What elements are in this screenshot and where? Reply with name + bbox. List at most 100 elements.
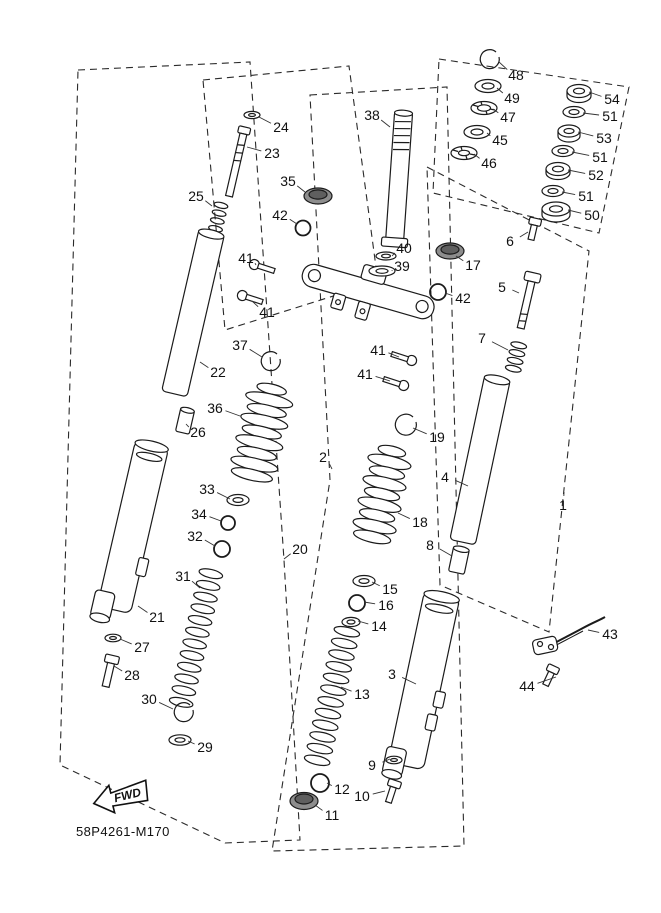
part-callout-32-41: 32 (187, 528, 203, 544)
part-bolt-41-c (390, 350, 418, 367)
leader-line-34-39 (209, 516, 222, 522)
leader-line-47-2 (492, 108, 499, 114)
part-clip-37 (260, 351, 281, 372)
part-cap-35 (303, 187, 333, 205)
part-washer-24 (243, 110, 261, 120)
group-outline-right-fork (271, 86, 465, 852)
leader-line-30-54 (158, 702, 174, 710)
leader-line-40-18 (391, 252, 396, 257)
leader-line-51-6 (582, 112, 600, 116)
leader-line-11-59 (314, 804, 323, 811)
leader-line-46-4 (473, 153, 480, 159)
leader-line-42-24 (444, 292, 453, 297)
part-bolt-41-a (248, 258, 276, 275)
part-callout-10-58: 10 (354, 788, 370, 804)
part-callout-11-59: 11 (324, 807, 340, 823)
part-inner-tube-4 (449, 374, 511, 545)
leader-line-52-9 (567, 169, 586, 174)
part-callout-2-34: 2 (319, 449, 327, 465)
part-washer-14 (341, 616, 361, 628)
part-callout-3-51: 3 (388, 666, 396, 682)
part-callout-27-48: 27 (134, 639, 150, 655)
leader-line-50-11 (567, 209, 582, 214)
part-callout-49-1: 49 (504, 90, 520, 106)
part-callout-37-27: 37 (232, 337, 248, 353)
part-callout-39-19: 39 (394, 258, 410, 274)
part-callout-14-46: 14 (371, 618, 387, 634)
part-nut-29 (168, 734, 192, 746)
part-callout-22-29: 22 (210, 364, 226, 380)
part-callout-41-30: 41 (357, 366, 373, 382)
leader-line-43-49 (587, 629, 600, 633)
part-boot-36 (230, 382, 294, 483)
part-callout-6-20: 6 (506, 233, 514, 249)
fwd-label: FWD (112, 785, 142, 805)
leader-line-3-51 (401, 677, 417, 685)
group-outline-steering-bearings (432, 58, 630, 234)
part-washer-46 (450, 145, 478, 161)
leader-line-17-21 (455, 255, 464, 262)
leader-line-48-0 (498, 61, 508, 70)
leader-line-26-33 (185, 423, 190, 428)
part-callout-46-4: 46 (481, 155, 497, 171)
leader-line-25-16 (205, 200, 213, 207)
part-washer-51-a (562, 105, 586, 119)
part-callout-42-24: 42 (455, 290, 471, 306)
callout-leader-lines (113, 61, 602, 811)
part-bearing-47 (470, 100, 498, 116)
part-spring-13 (303, 625, 361, 767)
leader-line-19-32 (412, 427, 427, 435)
leader-line-7-26 (491, 341, 509, 351)
part-callout-28-50: 28 (124, 667, 140, 683)
part-callout-44-52: 44 (519, 678, 535, 694)
part-callout-17-21: 17 (465, 257, 481, 273)
part-callout-52-9: 52 (588, 167, 604, 183)
part-washer-51-c (541, 184, 565, 198)
part-bearing-45 (463, 124, 491, 140)
part-oring-32 (213, 540, 231, 558)
part-callout-24-13: 24 (273, 119, 289, 135)
part-callout-51-6: 51 (602, 108, 618, 124)
part-callout-41-28: 41 (370, 342, 386, 358)
part-nut-54 (566, 83, 592, 104)
leader-line-13-53 (340, 686, 352, 692)
part-clip-19 (394, 413, 417, 436)
part-callout-20-42: 20 (292, 541, 308, 557)
part-snap-ring-48 (479, 49, 500, 70)
part-nut-53 (557, 124, 581, 143)
part-spring-31 (168, 568, 224, 708)
leader-line-8-40 (439, 548, 453, 557)
leader-line-38-12 (380, 119, 391, 128)
part-boot-18 (352, 444, 412, 545)
leader-line-28-50 (113, 665, 123, 672)
part-bolt-28 (101, 653, 120, 689)
leader-line-37-27 (249, 348, 263, 358)
part-oring-16 (348, 594, 366, 612)
part-callout-21-47: 21 (149, 609, 165, 625)
part-callout-36-31: 36 (207, 400, 223, 416)
leader-line-2-34 (329, 463, 333, 470)
part-washer-27 (104, 633, 122, 643)
part-bolt-41-d (382, 375, 410, 392)
leader-line-36-31 (225, 410, 241, 417)
part-washer-52 (545, 161, 571, 181)
leader-line-42-17 (289, 218, 298, 225)
part-callout-40-18: 40 (396, 240, 412, 256)
part-bolt-41-b (236, 289, 264, 306)
part-bearing-race-40 (375, 251, 397, 261)
parts-artwork: FWD (89, 49, 606, 815)
part-steering-stem-38 (380, 109, 414, 249)
leader-line-12-57 (326, 782, 333, 787)
part-callout-25-16: 25 (188, 188, 204, 204)
part-nut-50 (541, 201, 571, 223)
part-callout-8-40: 8 (426, 537, 434, 553)
leader-line-54-5 (588, 91, 602, 97)
part-cap-17 (435, 242, 465, 260)
part-callout-19-32: 19 (429, 429, 445, 445)
part-outer-tube-21 (89, 439, 169, 624)
part-washer-51-b (551, 144, 575, 158)
part-callout-50-11: 50 (584, 207, 600, 223)
leader-line-22-29 (199, 361, 209, 369)
part-oring-12 (310, 773, 330, 793)
part-callout-42-17: 42 (272, 207, 288, 223)
